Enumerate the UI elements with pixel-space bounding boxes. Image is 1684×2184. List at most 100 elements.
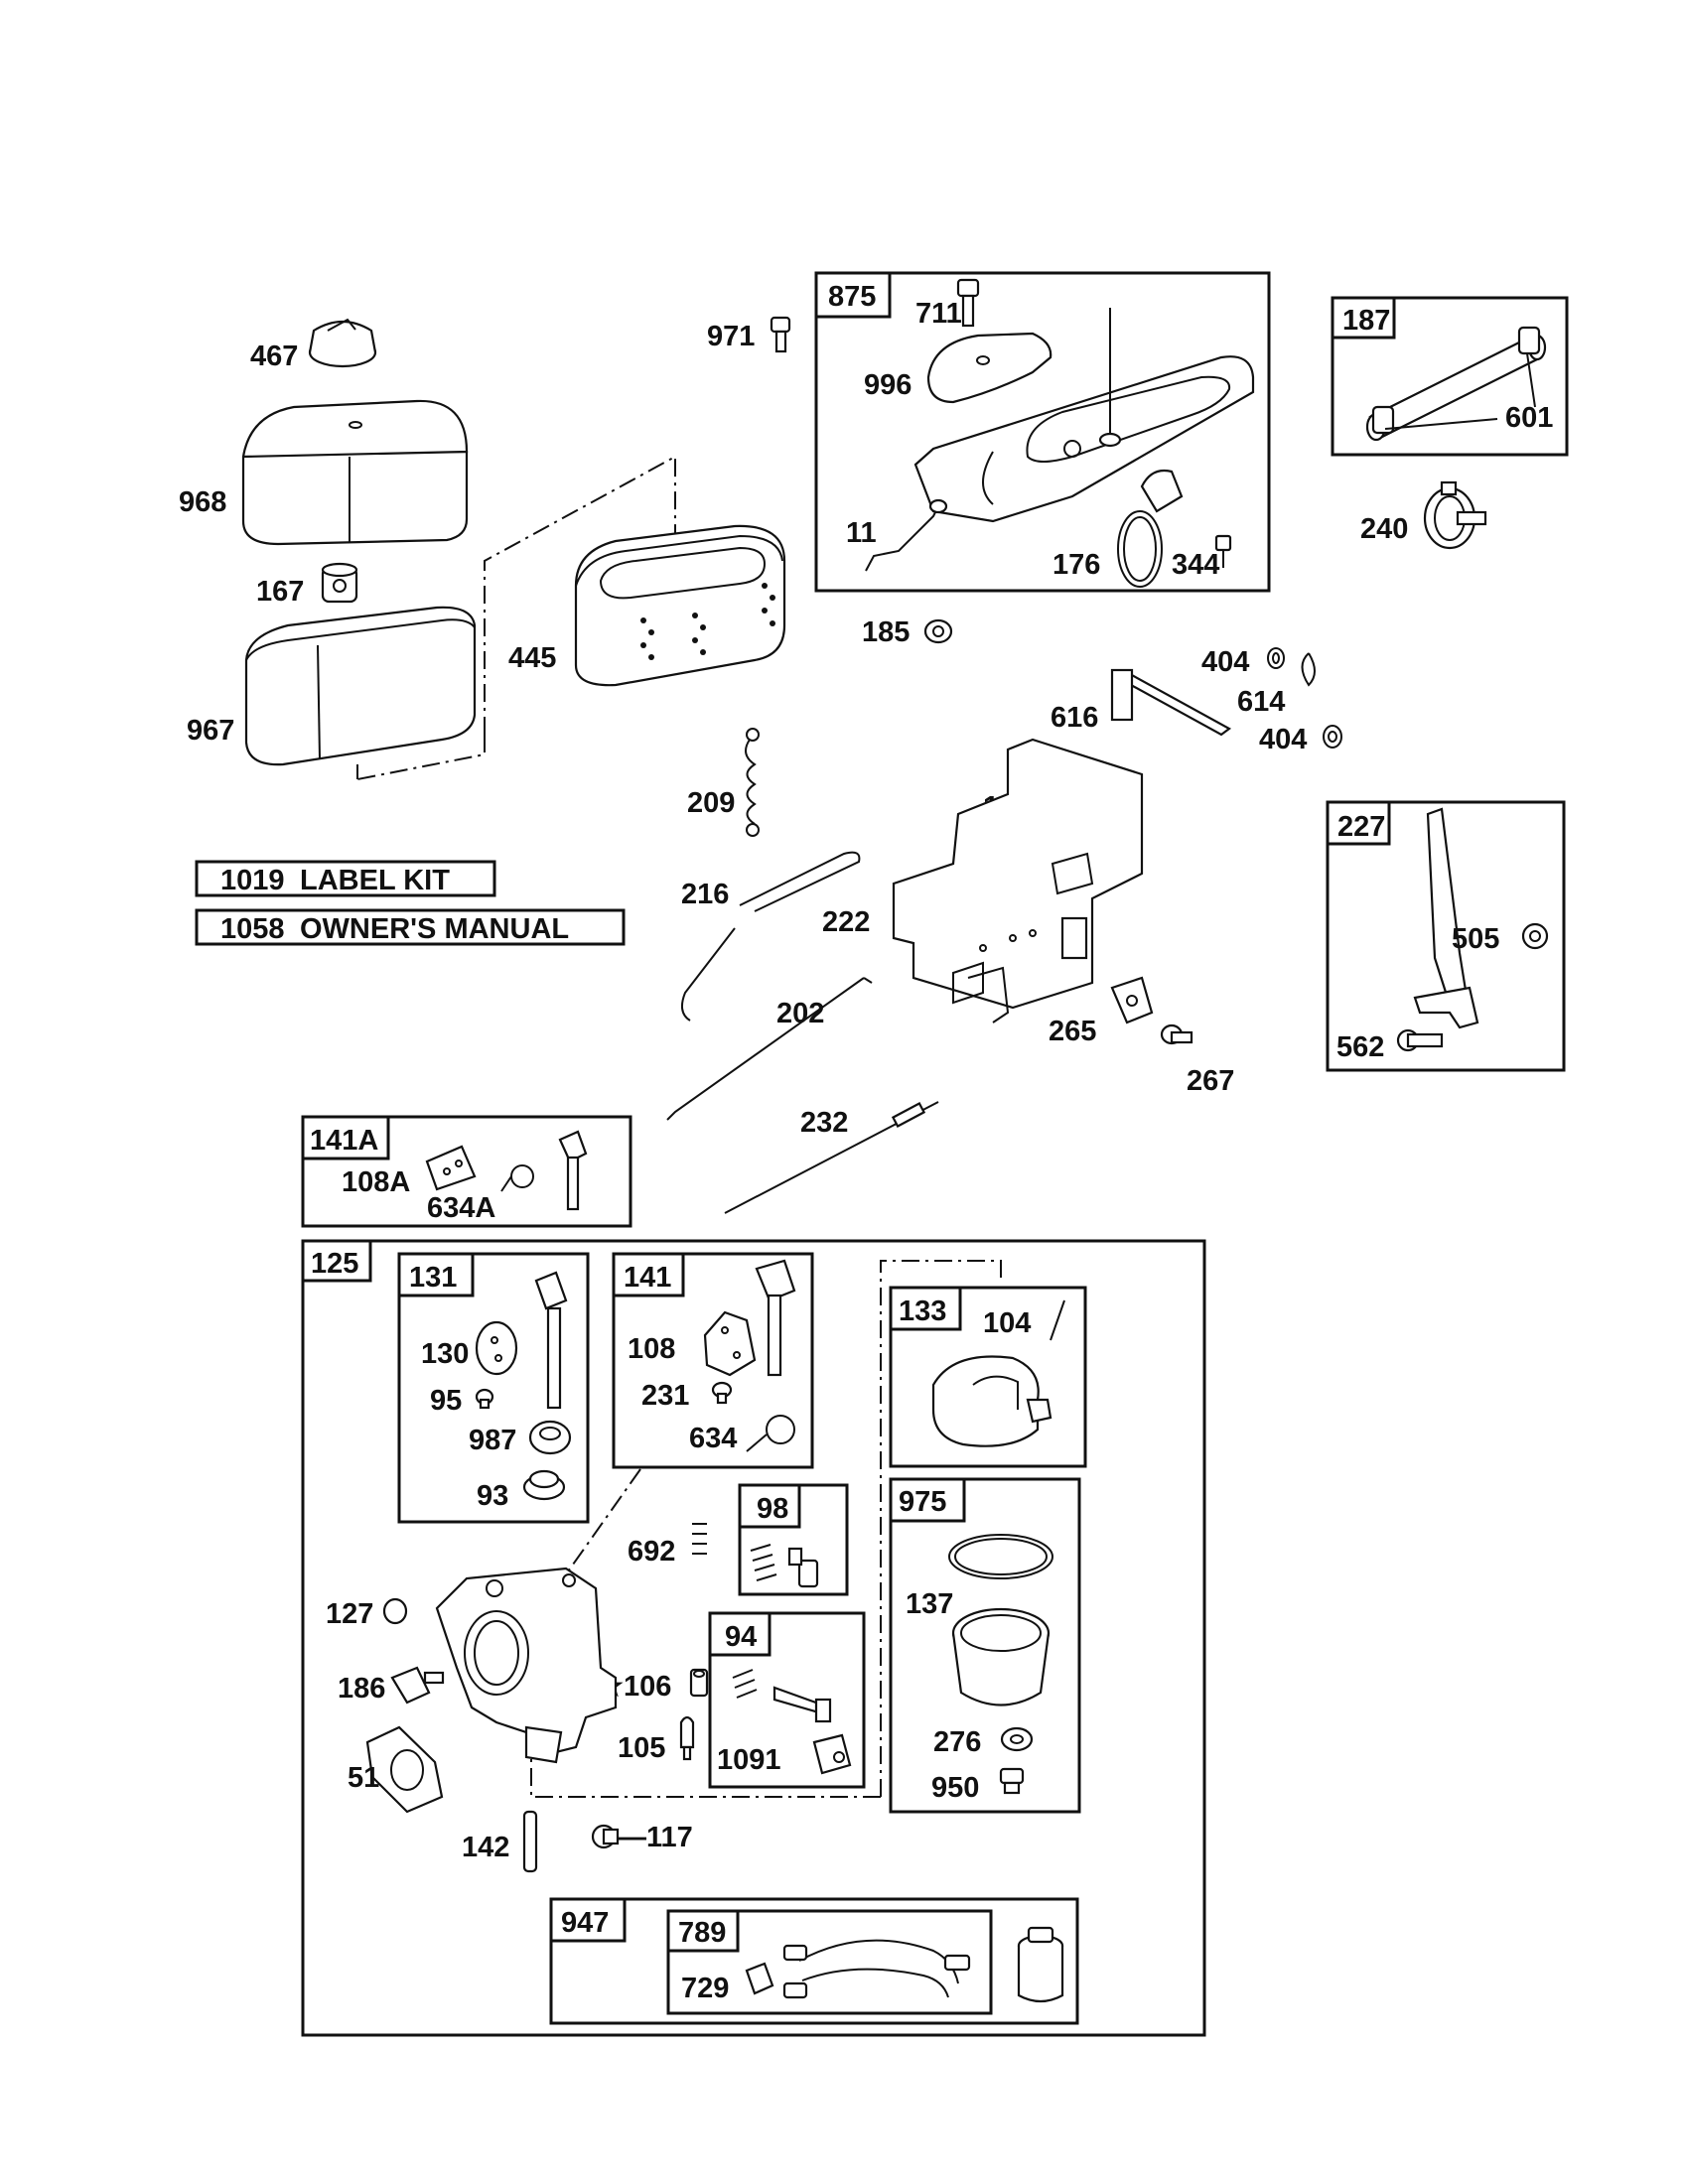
group-label-789: 789 xyxy=(678,1917,726,1949)
pin-142 xyxy=(522,1810,538,1873)
choke-plate-108A xyxy=(425,1145,477,1191)
part-label-202: 202 xyxy=(776,998,824,1029)
group-label-131: 131 xyxy=(409,1262,457,1294)
group-box-141A xyxy=(301,1115,632,1228)
part-label-404-lower: 404 xyxy=(1259,724,1307,755)
spring-634A xyxy=(500,1164,534,1192)
throttle-plate-130 xyxy=(475,1320,518,1376)
washer-276 xyxy=(1000,1726,1034,1752)
idle-screw-spring-98 xyxy=(750,1544,819,1588)
part-label-562: 562 xyxy=(1336,1031,1384,1063)
seal-93 xyxy=(522,1469,566,1501)
o-ring-176 xyxy=(1117,510,1163,588)
part-label-614: 614 xyxy=(1237,686,1285,718)
spring-634 xyxy=(746,1415,795,1452)
group-box-131 xyxy=(397,1252,590,1524)
float-133 xyxy=(931,1355,1052,1447)
part-label-95: 95 xyxy=(430,1385,462,1417)
part-label-971: 971 xyxy=(707,321,755,352)
breather-cover-996 xyxy=(926,332,1052,404)
part-label-108A: 108A xyxy=(342,1166,410,1198)
fitting-117 xyxy=(591,1824,620,1849)
group-box-227 xyxy=(1326,800,1566,1072)
throttle-shaft-131 xyxy=(534,1271,568,1410)
part-label-967: 967 xyxy=(187,715,234,747)
washer-404-upper xyxy=(1267,647,1285,669)
group-label-875: 875 xyxy=(828,281,876,313)
screw-231 xyxy=(711,1381,733,1405)
screw-267 xyxy=(1160,1024,1193,1045)
part-label-231: 231 xyxy=(641,1380,689,1412)
group-label-975: 975 xyxy=(899,1486,946,1518)
washer-404-lower xyxy=(1323,725,1342,749)
nozzle-105 xyxy=(679,1715,695,1761)
screw-711 xyxy=(956,278,980,328)
breather-tube-11 xyxy=(865,498,948,572)
part-label-968: 968 xyxy=(179,486,226,518)
part-label-265: 265 xyxy=(1049,1016,1096,1047)
part-label-130: 130 xyxy=(421,1338,469,1370)
part-label-51: 51 xyxy=(348,1762,379,1794)
hose-clamp-601 xyxy=(1371,326,1541,435)
group-box-975 xyxy=(889,1477,1081,1814)
part-label-108: 108 xyxy=(628,1333,675,1365)
governor-shaft-616 xyxy=(1110,668,1232,737)
choke-shaft-141 xyxy=(755,1259,796,1377)
bolt-562 xyxy=(1396,1028,1444,1052)
group-label-98: 98 xyxy=(757,1493,788,1525)
cable-clamp-265 xyxy=(1110,976,1154,1024)
fuel-filter-240 xyxy=(1423,480,1487,550)
nut-505 xyxy=(1521,922,1549,950)
group-box-875 xyxy=(814,271,1271,593)
part-label-276: 276 xyxy=(933,1726,981,1758)
fitting-186 xyxy=(390,1666,445,1705)
part-label-950: 950 xyxy=(931,1772,979,1804)
group-label-141A: 141A xyxy=(310,1125,378,1157)
group-box-94 xyxy=(708,1611,866,1789)
part-label-987: 987 xyxy=(469,1425,516,1456)
group-box-789 xyxy=(666,1909,993,2015)
gasket-51 xyxy=(365,1725,444,1814)
connector-729 xyxy=(745,1962,774,1995)
part-label-137: 137 xyxy=(906,1588,953,1620)
part-label-105: 105 xyxy=(618,1732,665,1764)
group-label-94: 94 xyxy=(725,1621,757,1653)
air-cleaner-cover-968 xyxy=(241,399,469,546)
spring-692 xyxy=(692,1523,707,1555)
group-label-947: 947 xyxy=(561,1907,609,1939)
part-label-267: 267 xyxy=(1187,1065,1234,1097)
assembly-dash-line-cleaner xyxy=(356,455,676,780)
part-label-445: 445 xyxy=(508,642,556,674)
choke-link-232 xyxy=(724,1101,939,1214)
part-label-601: 601 xyxy=(1505,402,1553,434)
group-label-227: 227 xyxy=(1337,811,1385,843)
group-box-141 xyxy=(612,1252,814,1469)
group-label-133: 133 xyxy=(899,1296,946,1327)
part-label-344: 344 xyxy=(1172,549,1219,581)
group-label-187: 187 xyxy=(1342,305,1390,337)
part-label-729: 729 xyxy=(681,1973,729,2004)
part-label-186: 186 xyxy=(338,1673,385,1705)
part-label-142: 142 xyxy=(462,1832,509,1863)
fuel-solenoid-947 xyxy=(1017,1926,1064,2003)
choke-plate-108 xyxy=(703,1310,757,1377)
part-label-404-upper: 404 xyxy=(1201,646,1249,678)
nut-185 xyxy=(923,618,953,644)
nut-167 xyxy=(321,562,358,604)
link-rod xyxy=(680,927,736,1022)
part-label-634: 634 xyxy=(689,1423,737,1454)
part-label-216: 216 xyxy=(681,879,729,910)
group-box-133 xyxy=(889,1286,1087,1468)
air-filter-element-445 xyxy=(574,524,786,687)
screw-344 xyxy=(1214,534,1232,568)
wire-harness-789 xyxy=(782,1939,971,1999)
plug-127 xyxy=(382,1597,408,1625)
carburetor-body xyxy=(435,1567,618,1764)
part-label-185: 185 xyxy=(862,616,910,648)
group-label-141: 141 xyxy=(624,1262,671,1294)
part-label-11: 11 xyxy=(846,517,877,549)
part-label-127: 127 xyxy=(326,1598,373,1630)
part-label-93: 93 xyxy=(477,1480,508,1512)
mixture-screw-94 xyxy=(732,1669,832,1723)
group-box-125 xyxy=(301,1239,1206,2037)
